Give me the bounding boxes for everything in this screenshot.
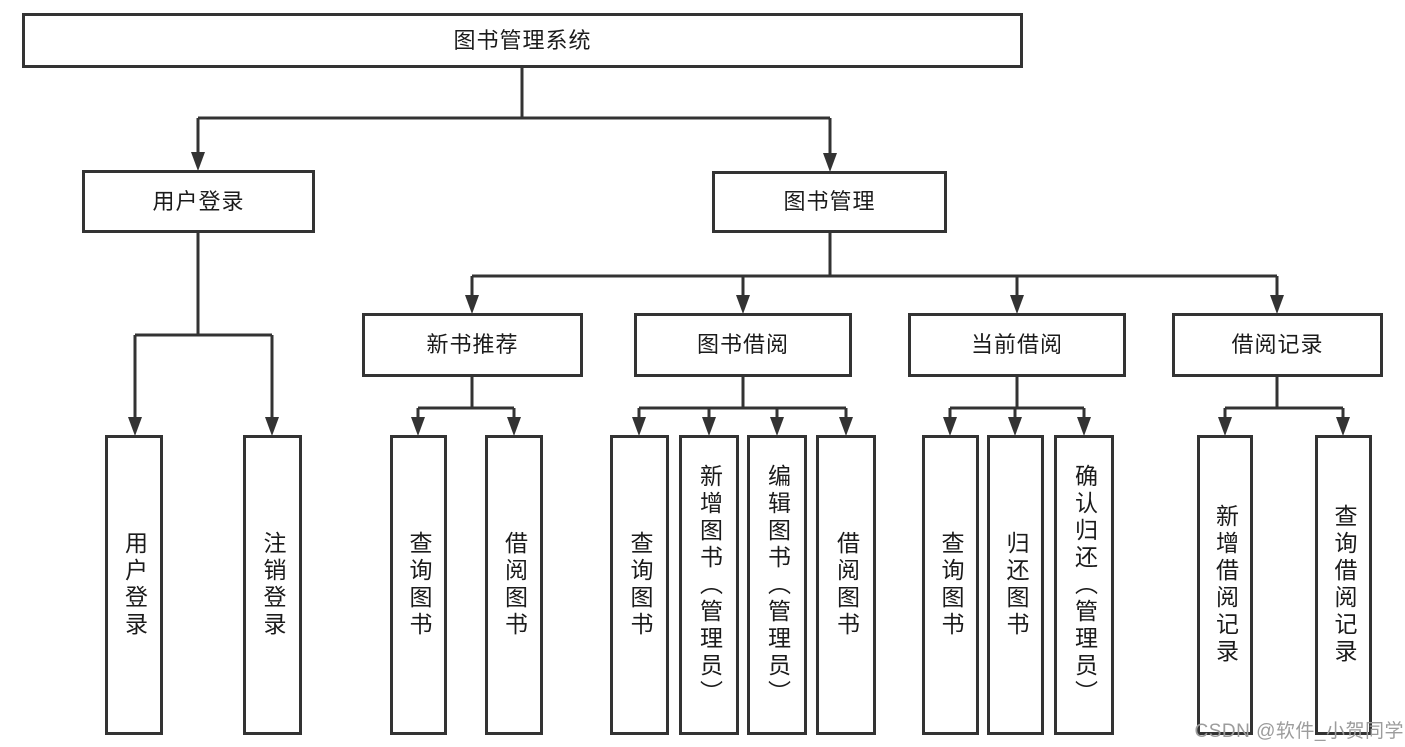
leaf-logout-label: 注销登录	[260, 531, 286, 639]
leaf-query-books-borrow: 查询图书	[610, 435, 669, 735]
leaf-query-borrow-record: 查询借阅记录	[1315, 435, 1372, 735]
node-book-borrow-label: 图书借阅	[696, 332, 789, 357]
leaf-edit-books-admin: 编辑图书（管理员）	[747, 435, 807, 735]
node-current-borrow: 当前借阅	[908, 313, 1126, 377]
leaf-confirm-return-admin-label: 确认归还（管理员）	[1071, 463, 1098, 707]
leaf-add-books-admin: 新增图书（管理员）	[679, 435, 739, 735]
leaf-borrow-books-recommend: 借阅图书	[485, 435, 543, 735]
leaf-add-borrow-record: 新增借阅记录	[1197, 435, 1253, 735]
node-current-borrow-label: 当前借阅	[970, 332, 1063, 357]
leaf-query-books-current: 查询图书	[922, 435, 979, 735]
node-book-borrow: 图书借阅	[634, 313, 852, 377]
leaf-logout: 注销登录	[243, 435, 302, 735]
node-borrow-records: 借阅记录	[1172, 313, 1383, 377]
leaf-query-books-recommend: 查询图书	[390, 435, 447, 735]
leaf-query-books-recommend-label: 查询图书	[406, 531, 432, 639]
leaf-edit-books-admin-label: 编辑图书（管理员）	[764, 463, 791, 707]
leaf-return-books: 归还图书	[987, 435, 1044, 735]
node-book-management-label: 图书管理	[783, 189, 876, 214]
node-user-login-label: 用户登录	[152, 188, 245, 214]
leaf-query-books-borrow-label: 查询图书	[627, 531, 653, 639]
leaf-add-borrow-record-label: 新增借阅记录	[1212, 504, 1239, 666]
root-node-label: 图书管理系统	[453, 27, 592, 53]
node-user-login: 用户登录	[82, 170, 315, 233]
root-node-library-system: 图书管理系统	[22, 13, 1023, 68]
leaf-return-books-label: 归还图书	[1003, 531, 1029, 639]
leaf-borrow-books-label: 借阅图书	[833, 531, 860, 639]
leaf-borrow-books-recommend-label: 借阅图书	[501, 531, 528, 639]
node-borrow-records-label: 借阅记录	[1231, 332, 1324, 357]
leaf-confirm-return-admin: 确认归还（管理员）	[1054, 435, 1114, 735]
csdn-watermark: CSDN @软件_小贺同学	[1194, 721, 1404, 742]
leaf-query-books-current-label: 查询图书	[938, 531, 964, 639]
node-book-management: 图书管理	[712, 171, 947, 233]
leaf-borrow-books: 借阅图书	[816, 435, 876, 735]
leaf-user-login: 用户登录	[105, 435, 163, 735]
leaf-query-borrow-record-label: 查询借阅记录	[1331, 504, 1357, 666]
node-new-book-recommend: 新书推荐	[362, 313, 583, 377]
leaf-user-login-label: 用户登录	[121, 531, 148, 639]
node-new-book-recommend-label: 新书推荐	[426, 332, 519, 357]
leaf-add-books-admin-label: 新增图书（管理员）	[696, 463, 723, 707]
